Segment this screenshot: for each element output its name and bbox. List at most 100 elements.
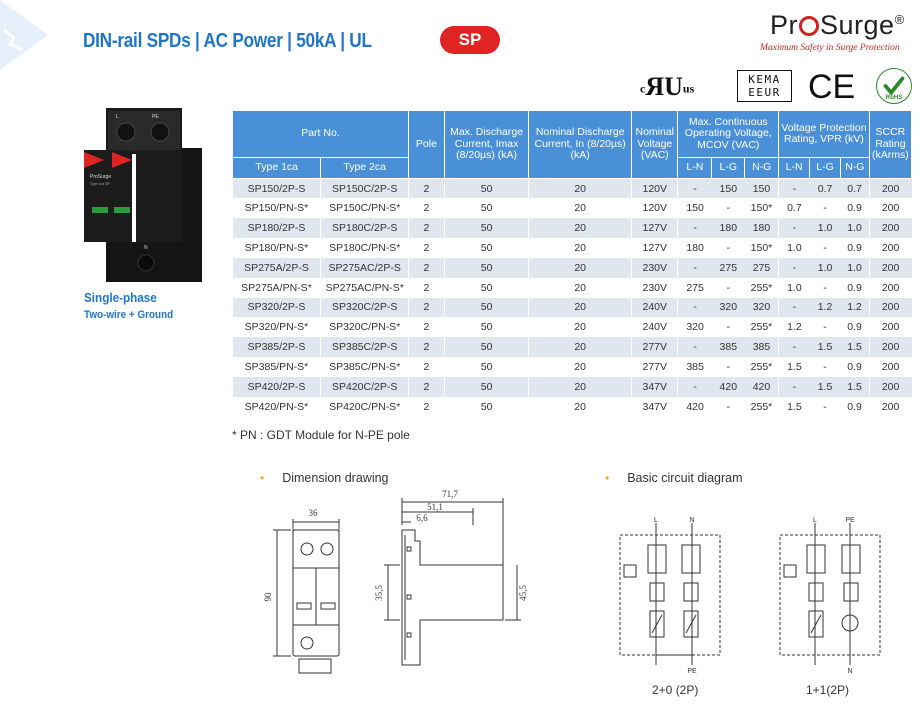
table-cell: 200 bbox=[869, 198, 912, 219]
table-cell: SP275A/2P-S bbox=[232, 257, 322, 278]
table-cell: - bbox=[809, 396, 841, 417]
svg-text:PE: PE bbox=[152, 114, 159, 120]
table-cell: - bbox=[778, 257, 810, 278]
svg-text:Type 1ca SP: Type 1ca SP bbox=[90, 182, 111, 186]
table-cell: 180 bbox=[677, 238, 712, 258]
table-cell: 0.9 bbox=[840, 396, 870, 417]
table-cell: 255* bbox=[744, 277, 780, 298]
table-cell: 347V bbox=[631, 376, 679, 397]
svg-text:71,7: 71,7 bbox=[442, 489, 458, 499]
table-cell: 50 bbox=[444, 297, 530, 318]
table-cell: 0.9 bbox=[840, 238, 870, 258]
table-cell: 1.0 bbox=[840, 257, 870, 278]
product-image: L PE ProSurge Type 1ca SP N bbox=[84, 108, 202, 282]
table-cell: 385 bbox=[744, 337, 780, 358]
kema-keur-icon: KEMA EEUR bbox=[737, 70, 792, 102]
certification-logos: cЯUus KEMA EEUR CE RoHS bbox=[640, 68, 912, 108]
spec-table: Part No. Pole Max. Discharge Current, Im… bbox=[231, 110, 913, 417]
table-cell: SP275AC/PN-S* bbox=[320, 277, 409, 298]
series-badge: SP bbox=[440, 26, 500, 54]
table-cell: SP320C/2P-S bbox=[320, 297, 409, 318]
table-cell: 347V bbox=[631, 396, 679, 417]
table-cell: 2 bbox=[408, 297, 445, 318]
table-cell: 230V bbox=[631, 257, 679, 278]
table-cell: 275 bbox=[744, 257, 780, 278]
header-sccr: SCCR Rating (kArms) bbox=[868, 110, 913, 179]
table-cell: 1.2 bbox=[809, 297, 841, 318]
circuit-caption-2p0: 2+0 (2P) bbox=[652, 683, 699, 697]
table-cell: 200 bbox=[869, 317, 912, 338]
table-cell: 2 bbox=[408, 376, 445, 397]
table-cell: 255* bbox=[744, 357, 780, 377]
header-type2: Type 2ca bbox=[320, 157, 409, 179]
table-cell: SP385C/PN-S* bbox=[320, 357, 409, 377]
table-cell: 0.9 bbox=[840, 198, 870, 219]
table-cell: 0.9 bbox=[840, 317, 870, 338]
table-cell: - bbox=[711, 317, 745, 338]
table-cell: 230V bbox=[631, 277, 679, 298]
table-cell: SP180/2P-S bbox=[232, 218, 322, 239]
table-cell: 180 bbox=[744, 218, 780, 239]
svg-text:51,1: 51,1 bbox=[427, 502, 443, 512]
table-cell: 0.7 bbox=[778, 198, 810, 219]
table-cell: 150 bbox=[744, 178, 780, 199]
header-in: Nominal Discharge Current, In (8/20µs) (… bbox=[528, 110, 633, 179]
circuit-caption-1p1: 1+1(2P) bbox=[806, 683, 850, 697]
table-cell: SP150C/PN-S* bbox=[320, 198, 409, 219]
table-cell: 150* bbox=[744, 198, 780, 219]
table-cell: SP420/2P-S bbox=[232, 376, 322, 397]
table-cell: 1.5 bbox=[840, 337, 870, 358]
header-mcov-ng: N-G bbox=[744, 157, 780, 179]
table-cell: 1.5 bbox=[809, 376, 841, 397]
svg-text:N: N bbox=[847, 668, 852, 675]
svg-text:ProSurge: ProSurge bbox=[90, 174, 111, 180]
table-cell: 150 bbox=[711, 178, 745, 199]
rohs-icon: RoHS bbox=[876, 68, 912, 104]
table-cell: - bbox=[711, 277, 745, 298]
svg-text:L: L bbox=[116, 114, 119, 120]
header-mcov-lg: L-G bbox=[711, 157, 746, 179]
table-cell: - bbox=[711, 238, 745, 258]
table-cell: 1.2 bbox=[778, 317, 810, 338]
table-cell: - bbox=[677, 376, 712, 397]
table-cell: - bbox=[809, 277, 841, 298]
table-cell: - bbox=[778, 376, 810, 397]
table-cell: SP150/2P-S bbox=[232, 178, 322, 199]
table-cell: 2 bbox=[408, 238, 445, 258]
table-cell: 0.7 bbox=[840, 178, 870, 199]
table-cell: SP420/PN-S* bbox=[232, 396, 322, 417]
table-cell: 50 bbox=[444, 337, 530, 358]
header-vpr-ng: N-G bbox=[839, 157, 870, 179]
table-cell: 120V bbox=[631, 178, 679, 199]
table-cell: 120V bbox=[631, 198, 679, 219]
circuit-diagram: L N PE L PE N bbox=[619, 517, 881, 675]
table-cell: 200 bbox=[869, 178, 912, 199]
table-cell: SP180C/PN-S* bbox=[320, 238, 409, 258]
table-cell: 200 bbox=[869, 376, 912, 397]
table-cell: 2 bbox=[408, 218, 445, 239]
caption-single-phase: Single-phase bbox=[84, 290, 157, 305]
svg-text:L: L bbox=[813, 517, 817, 524]
table-cell: 200 bbox=[869, 238, 912, 258]
table-cell: 0.9 bbox=[840, 357, 870, 377]
svg-text:36: 36 bbox=[309, 508, 319, 518]
table-cell: 127V bbox=[631, 238, 679, 258]
header-part-no: Part No. bbox=[232, 110, 409, 158]
table-cell: - bbox=[809, 238, 841, 258]
registered-mark: ® bbox=[894, 12, 905, 27]
table-cell: 385 bbox=[677, 357, 712, 377]
table-cell: 2 bbox=[408, 337, 445, 358]
table-cell: 320 bbox=[677, 317, 712, 338]
circuit-diagram-heading: •Basic circuit diagram bbox=[605, 471, 743, 485]
table-cell: 320 bbox=[744, 297, 780, 318]
svg-text:PE: PE bbox=[687, 668, 697, 675]
table-cell: 277V bbox=[631, 357, 679, 377]
table-cell: 0.9 bbox=[840, 277, 870, 298]
